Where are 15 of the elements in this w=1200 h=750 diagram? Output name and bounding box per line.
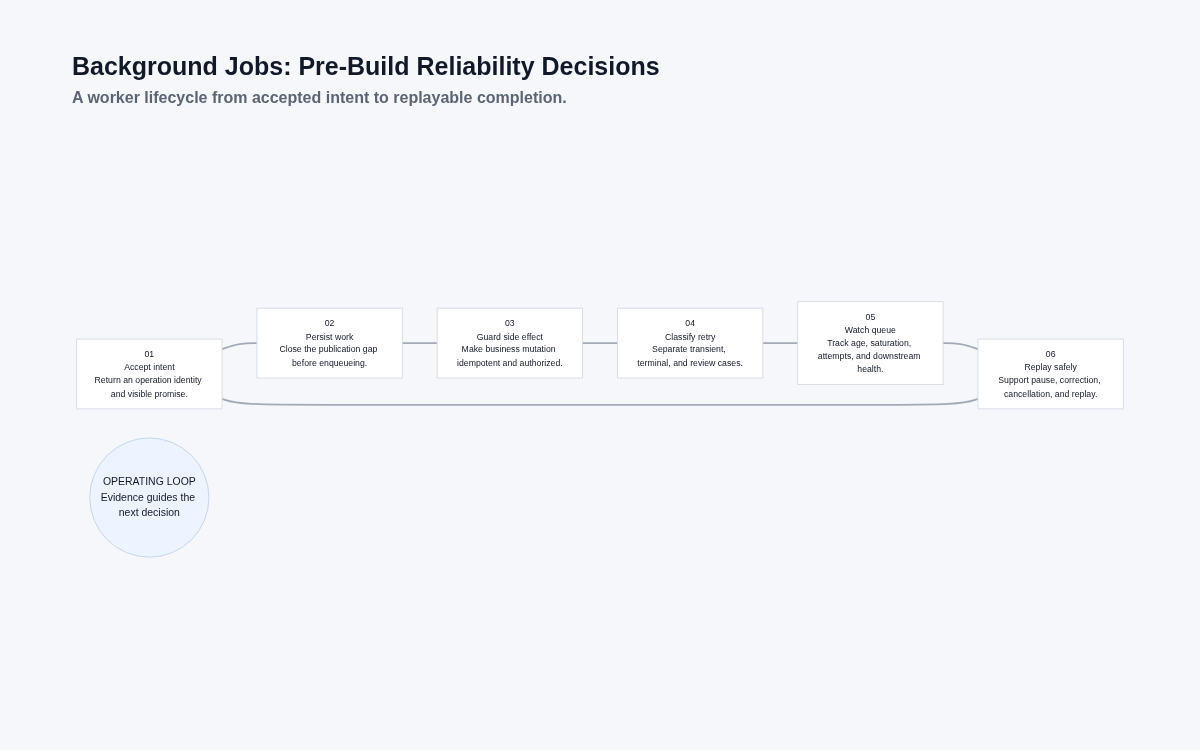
connector (581, 342, 619, 345)
diagram-title: Background Jobs: Pre-Build Reliability Decisions (72, 52, 661, 81)
node-box: 01 Accept intent Return an operation identity and visible promise. (76, 338, 223, 410)
connector (761, 342, 799, 345)
node-box: 04 Classify retry Separate transient, terminal, and review cases. (617, 307, 764, 379)
node-box: 02 Persist work Close the publication gap before enqueueing. (256, 307, 403, 379)
connector (221, 342, 258, 351)
node-box: 05 Watch queue Track age, saturation, attempts, and downstream health. (797, 301, 944, 386)
diagram-subtitle: A worker lifecycle from accepted intent to replayable completion. (72, 89, 568, 107)
connector (942, 342, 979, 351)
connector (221, 398, 979, 406)
connector (401, 342, 439, 345)
node-box: 06 Replay safely Support pause, correction, cancellation, and replay. (977, 338, 1124, 410)
node-circle: OPERATING LOOP Evidence guides the next decision (89, 437, 210, 558)
node-box: 03 Guard side effect Make business mutation idempotent and authorized. (436, 307, 583, 379)
